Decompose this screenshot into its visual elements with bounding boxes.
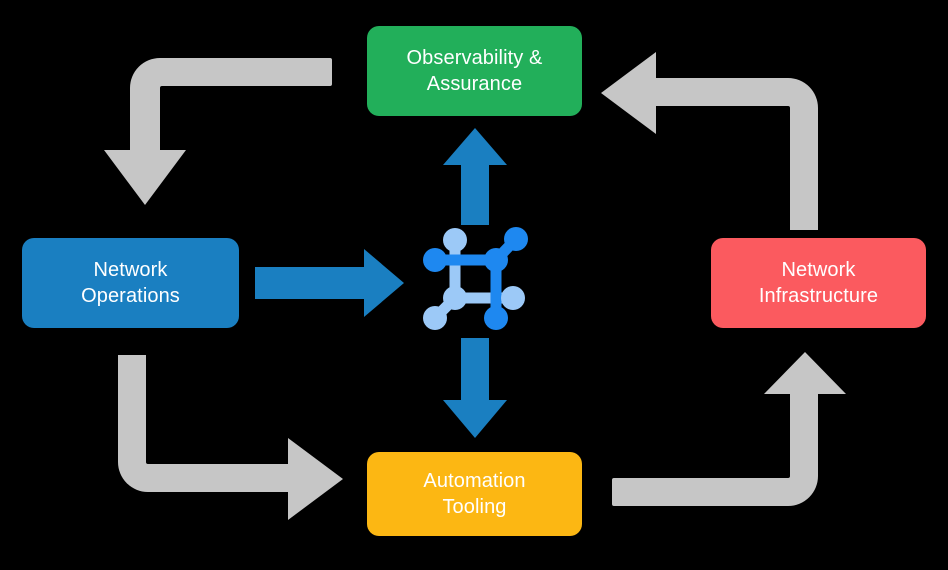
node-label-automation: Automation Tooling xyxy=(423,469,526,518)
arrow-center-to-observability xyxy=(443,128,507,225)
arrow-center-to-automation xyxy=(443,338,507,438)
icon-nodes-secondary xyxy=(423,228,525,330)
arrow-operations-to-automation xyxy=(118,355,343,520)
arrow-automation-to-infrastructure xyxy=(612,352,846,506)
node-label-operations: Network Operations xyxy=(81,258,180,307)
node-box-infrastructure[interactable]: Network Infrastructure xyxy=(711,238,926,328)
node-box-operations[interactable]: Network Operations xyxy=(22,238,239,328)
node-box-observability[interactable]: Observability & Assurance xyxy=(367,26,582,116)
arrow-infrastructure-to-observability xyxy=(601,52,818,230)
arrow-observability-to-operations xyxy=(104,58,332,205)
arrow-operations-to-center xyxy=(255,249,404,317)
node-label-observability: Observability & Assurance xyxy=(406,46,543,95)
network-topology-icon xyxy=(423,227,528,330)
node-label-infrastructure: Network Infrastructure xyxy=(758,258,879,307)
icon-nodes-primary xyxy=(423,227,528,330)
node-box-automation[interactable]: Automation Tooling xyxy=(367,452,582,536)
